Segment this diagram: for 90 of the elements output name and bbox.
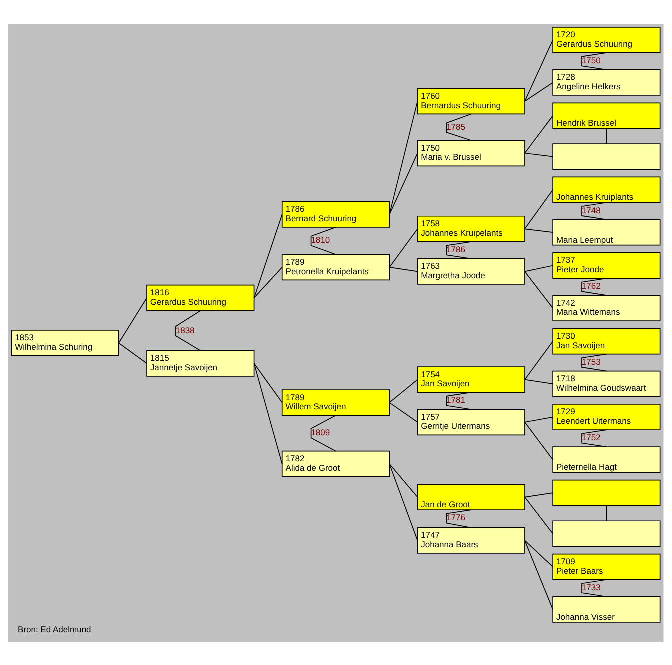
- connector: [606, 504, 608, 522]
- connector: [254, 266, 283, 298]
- edge-label: 1750: [582, 55, 601, 66]
- connector: [446, 113, 472, 141]
- connector: [582, 429, 608, 447]
- node-box: 1789 Willem Savoijen: [282, 389, 390, 416]
- edge-label: 1753: [582, 356, 601, 366]
- node-box: 1737 Pieter Joode: [552, 252, 661, 278]
- node-box: Johanna Visser: [552, 596, 661, 622]
- connector: [446, 509, 472, 528]
- node-box: Hendrik Brussel: [552, 102, 661, 129]
- connector: [389, 463, 418, 498]
- node-box: 1730 Jan Savoijen: [552, 328, 661, 354]
- connector: [524, 492, 554, 498]
- connector: [389, 152, 418, 215]
- node-box: 1728 Angeline Helkers: [552, 69, 661, 96]
- node-box: Maria Leemput: [552, 218, 661, 246]
- edge-label: 1786: [446, 244, 466, 254]
- connector: [254, 362, 283, 403]
- connector: [524, 378, 554, 384]
- connector: [389, 463, 418, 541]
- node-box: 1853 Wilhelmina Schuring: [11, 330, 120, 356]
- connector: [118, 342, 148, 364]
- connector: [524, 39, 554, 102]
- connector: [582, 52, 608, 70]
- node-box: Johannes Kruiplants: [552, 176, 661, 203]
- connector: [582, 278, 608, 296]
- connector: [446, 240, 472, 259]
- connector: [389, 228, 418, 268]
- connector: [524, 270, 554, 308]
- connector: [176, 310, 202, 351]
- node-box: 1709 Pieter Baars: [552, 553, 661, 580]
- connector: [524, 496, 554, 534]
- edge-label: 1752: [582, 432, 601, 442]
- connector: [254, 362, 283, 464]
- node-box: 1760 Bernardus Schuuring: [417, 88, 526, 114]
- connector: [582, 578, 608, 597]
- connector: [118, 297, 148, 344]
- connector: [524, 421, 554, 460]
- node-box: 1786 Bernard Schuuring: [282, 200, 390, 228]
- edge-label: 1785: [446, 121, 466, 132]
- connector: [389, 100, 418, 215]
- connector: [524, 340, 554, 380]
- connector: [524, 189, 554, 230]
- connector: [524, 540, 554, 568]
- connector: [582, 353, 608, 372]
- edge-label: 1781: [446, 394, 466, 405]
- node-box: 1750 Maria v. Brussel: [417, 140, 526, 166]
- connector: [524, 115, 554, 154]
- node-box: 1758 Johannes Kruipelants: [417, 215, 526, 242]
- edge-label: 1809: [311, 427, 330, 438]
- connector: [310, 226, 336, 255]
- node-box: 1754 Jan Savoijen: [417, 366, 526, 392]
- connector: [582, 202, 608, 220]
- node-box: 1742 Maria Wittemans: [552, 294, 661, 321]
- connector: [524, 416, 554, 422]
- node-box: Pieternella Hagt: [552, 446, 661, 473]
- node-box: 1816 Gerardus Schuuring: [146, 284, 255, 311]
- node-box: 1782 Alida de Groot: [282, 450, 390, 477]
- node-box: [552, 520, 661, 547]
- node-box: 1747 Johanna Baars: [417, 527, 526, 554]
- connector: [389, 402, 418, 422]
- connector: [254, 214, 283, 298]
- connector: [606, 128, 608, 144]
- node-box: Jan de Groot: [417, 484, 526, 510]
- node-box: 1763 Margretha Joode: [417, 258, 526, 284]
- node-box: 1729 Leendert Uitermans: [552, 404, 661, 430]
- node-box: 1718 Wilhelmina Goudswaart: [552, 370, 661, 397]
- connector: [524, 264, 554, 272]
- connector: [389, 378, 418, 403]
- connector: [524, 540, 554, 610]
- connector: [524, 228, 554, 232]
- connector: [524, 82, 554, 102]
- edge-label: 1748: [582, 204, 601, 215]
- caption: Bron: Ed Adelmund: [18, 624, 92, 634]
- edge-label: 1810: [311, 234, 330, 245]
- connector: [310, 414, 336, 452]
- node-box: 1789 Petronella Kruipelants: [282, 254, 390, 280]
- edge-label: 1762: [582, 280, 601, 291]
- connector: [389, 266, 418, 272]
- edge-label: 1838: [176, 324, 195, 335]
- edge-label: 1776: [446, 512, 466, 522]
- node-box: 1757 Gerritje Uitermans: [417, 408, 526, 436]
- node-box: [552, 143, 661, 170]
- node-box: 1720 Gerardus Schuuring: [552, 26, 661, 53]
- node-box: 1815 Jannetje Savoijen: [146, 350, 255, 376]
- node-box: [552, 479, 661, 506]
- connector: [524, 152, 554, 157]
- connector: [446, 392, 472, 410]
- edge-label: 1733: [582, 582, 601, 592]
